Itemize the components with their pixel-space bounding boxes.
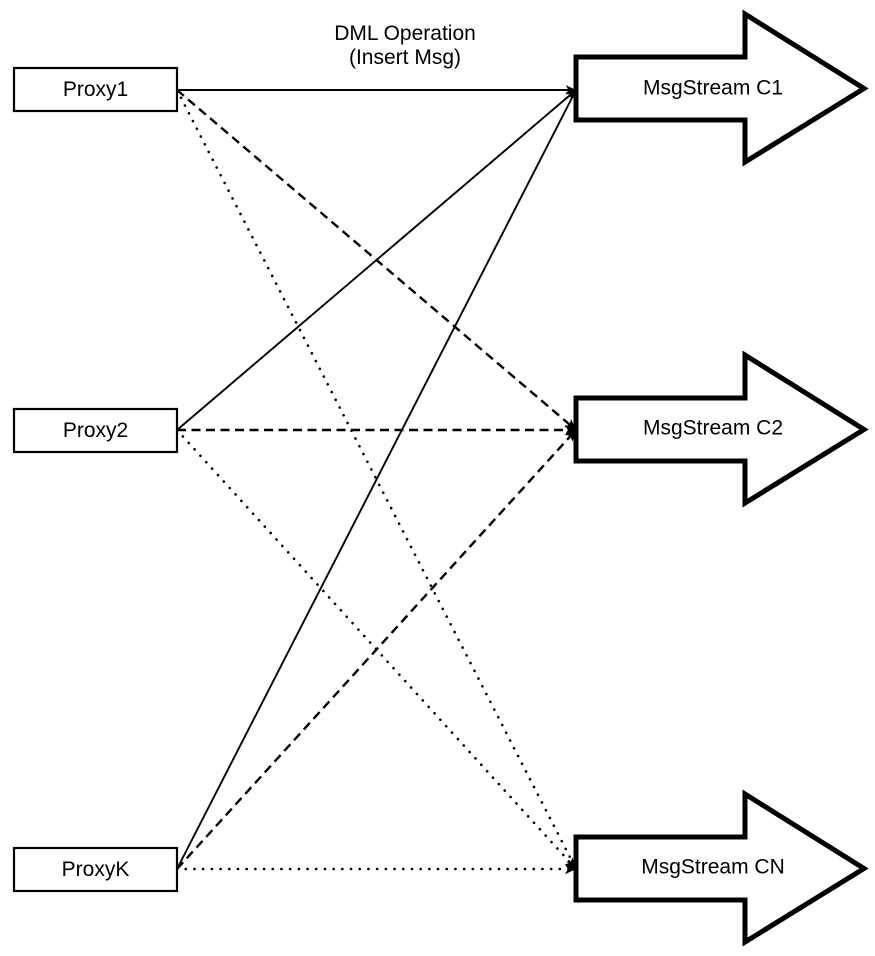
edge-caption-line-2: (Insert Msg): [349, 46, 461, 69]
proxy-box-rect[interactable]: [12, 407, 179, 454]
msgstream-node-msgstream_c1[interactable]: MsgStream C1: [573, 9, 869, 167]
msgstream-arrow-shape[interactable]: [573, 9, 869, 167]
msgstream-arrows-group: MsgStream C1 MsgStream C2 MsgStream CN: [573, 9, 869, 947]
edge-caption: DML Operation (Insert Msg): [334, 22, 476, 69]
msgstream-node-msgstream_c2[interactable]: MsgStream C2: [573, 350, 869, 508]
edge-caption-line-1: DML Operation: [334, 22, 476, 45]
connection-line-dashed[interactable]: [176, 429, 577, 870]
msgstream-label: MsgStream C2: [643, 417, 783, 440]
proxy-node-proxy2[interactable]: Proxy2: [12, 407, 179, 454]
proxy-label: ProxyK: [62, 858, 130, 881]
proxy-box-rect[interactable]: [12, 846, 179, 893]
msgstream-node-msgstream_cn[interactable]: MsgStream CN: [573, 789, 869, 947]
proxy-box-rect[interactable]: [12, 66, 179, 113]
connection-line-solid[interactable]: [176, 89, 577, 870]
connection-proxyk-to-c1[interactable]: [176, 89, 577, 870]
proxy-node-proxyk[interactable]: ProxyK: [12, 846, 179, 893]
connection-line-solid[interactable]: [176, 89, 577, 431]
proxy-node-proxy1[interactable]: Proxy1: [12, 66, 179, 113]
connection-proxy2-to-c1[interactable]: [176, 89, 577, 431]
connection-proxyk-to-c2[interactable]: [176, 429, 577, 870]
msgstream-label: MsgStream C1: [643, 77, 783, 100]
proxy-label: Proxy2: [63, 419, 128, 442]
msgstream-arrow-shape[interactable]: [573, 789, 869, 947]
msgstream-label: MsgStream CN: [641, 856, 785, 879]
proxy-label: Proxy1: [63, 78, 128, 101]
msgstream-arrow-shape[interactable]: [573, 350, 869, 508]
connection-lines-group: [175, 85, 578, 875]
